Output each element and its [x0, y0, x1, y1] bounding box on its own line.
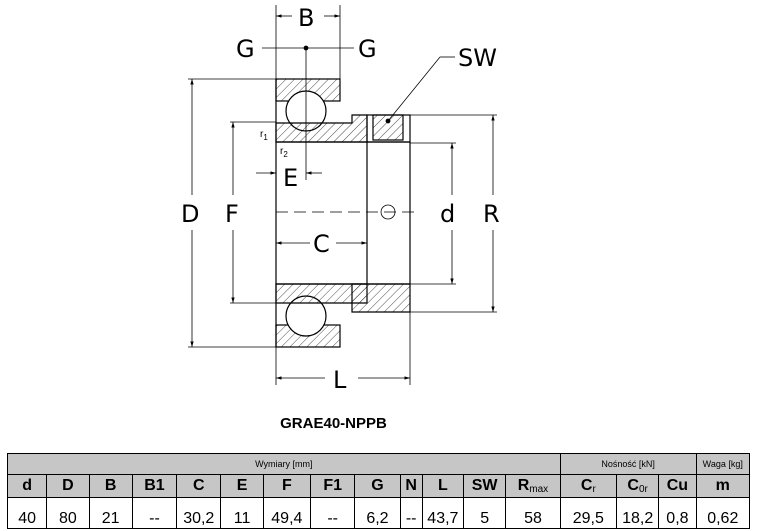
value-m: 0,62 — [695, 497, 751, 529]
label-R: R — [483, 200, 500, 228]
value-C0r: 18,2 — [616, 497, 660, 529]
value-L: 43,7 — [421, 497, 465, 529]
header-d: d — [6, 474, 48, 498]
header-N: N — [399, 474, 423, 498]
value-D: 80 — [46, 497, 90, 529]
header-G: G — [354, 474, 401, 498]
header-B1: B1 — [131, 474, 178, 498]
group-weight: Waga [kg] — [695, 453, 751, 475]
table-row: 40 80 21 -- 30,2 11 49,4 -- 6,2 -- 43,7 … — [6, 497, 751, 529]
label-r2: r2 — [280, 146, 288, 159]
bearing-drawing: B G G SW D F E C d R L r1 r2 — [181, 4, 500, 394]
header-F: F — [262, 474, 312, 498]
header-m: m — [695, 474, 751, 498]
label-F: F — [225, 200, 239, 228]
value-E: 11 — [220, 497, 264, 529]
header-E: E — [220, 474, 264, 498]
label-E: E — [283, 164, 298, 192]
label-C: C — [313, 230, 330, 258]
value-C: 30,2 — [176, 497, 222, 529]
label-r1: r1 — [260, 129, 268, 142]
value-F1: -- — [309, 497, 356, 529]
value-F: 49,4 — [262, 497, 312, 529]
value-B: 21 — [88, 497, 133, 529]
value-SW: 5 — [462, 497, 507, 529]
label-L: L — [333, 366, 347, 394]
label-SW: SW — [458, 44, 497, 72]
header-D: D — [46, 474, 90, 498]
header-L: L — [421, 474, 465, 498]
header-Cr: Cr — [559, 474, 618, 498]
value-d: 40 — [6, 497, 48, 529]
header-Cu: Cu — [658, 474, 697, 498]
label-B: B — [298, 4, 314, 32]
group-load: Nośność [kN] — [559, 453, 697, 475]
value-G: 6,2 — [354, 497, 401, 529]
value-Cu: 0,8 — [658, 497, 697, 529]
header-C: C — [176, 474, 222, 498]
product-title: GRAE40-NPPB — [280, 415, 387, 432]
header-B: B — [88, 474, 133, 498]
dimension-lines — [188, 5, 497, 385]
bearing-outline — [275, 78, 411, 348]
label-G-left: G — [236, 35, 255, 63]
header-Rmax: Rmax — [505, 474, 561, 498]
header-C0r: C0r — [616, 474, 660, 498]
specification-table: Wymiary [mm] Nośność [kN] Waga [kg] d D … — [6, 453, 751, 529]
value-B1: -- — [131, 497, 178, 529]
label-d: d — [440, 200, 455, 228]
header-F1: F1 — [309, 474, 356, 498]
header-SW: SW — [462, 474, 507, 498]
value-Cr: 29,5 — [559, 497, 618, 529]
label-D: D — [181, 200, 199, 228]
label-G-right: G — [358, 35, 377, 63]
value-Rmax: 58 — [505, 497, 561, 529]
value-N: -- — [399, 497, 423, 529]
group-dimensions: Wymiary [mm] — [7, 453, 561, 475]
